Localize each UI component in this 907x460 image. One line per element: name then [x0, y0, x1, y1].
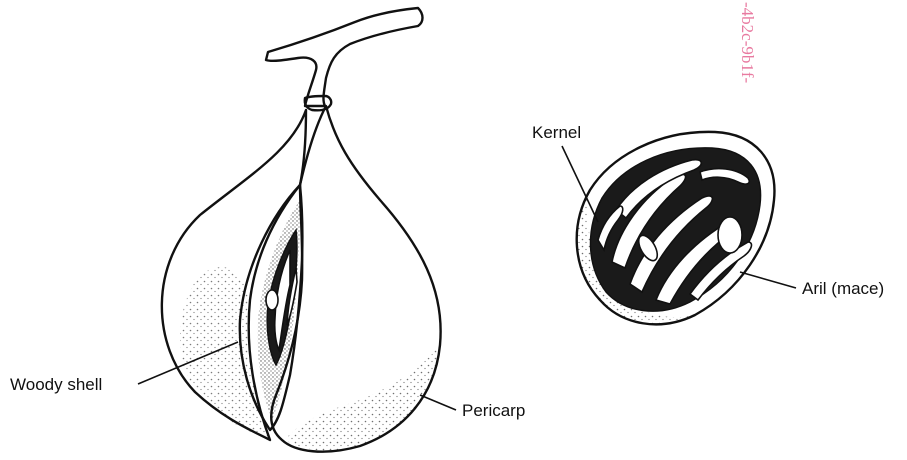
nutmeg-fruit: [162, 8, 441, 452]
inner-mace-blob: [266, 290, 278, 310]
pericarp-left-stipple: [180, 267, 270, 440]
leader-aril: [740, 272, 796, 288]
label-pericarp: Pericarp: [462, 401, 525, 420]
fruit-stem: [266, 8, 423, 106]
watermark-text: -4b2c-9b1f-: [738, 2, 757, 84]
pericarp-right-stipple: [285, 345, 440, 451]
label-kernel: Kernel: [532, 123, 581, 142]
leader-pericarp: [420, 395, 456, 410]
label-aril-mace: Aril (mace): [802, 279, 884, 298]
label-woody-shell: Woody shell: [10, 375, 102, 394]
nutmeg-seed: [577, 132, 775, 324]
